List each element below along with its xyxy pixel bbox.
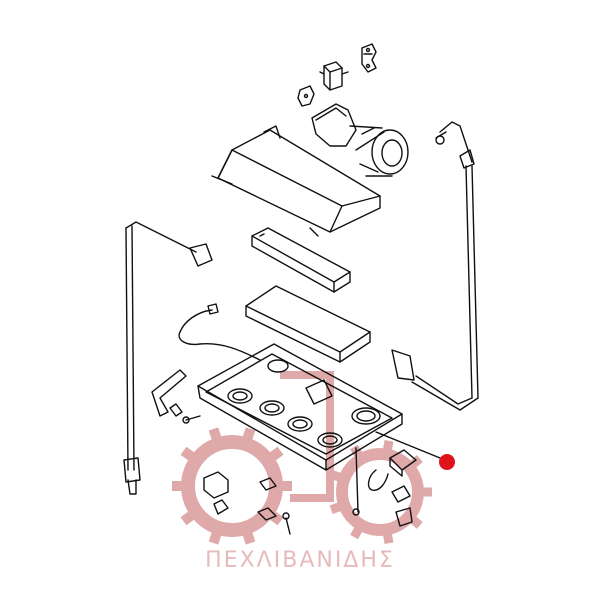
power-board — [245, 285, 371, 363]
gear-tooth — [180, 446, 197, 462]
thermocouple-probe — [352, 431, 441, 516]
mounting-clip — [297, 85, 315, 107]
relay-switch — [319, 61, 349, 91]
circuit-board — [251, 227, 351, 293]
gear-tooth — [267, 510, 284, 526]
ignition-knob — [367, 449, 417, 491]
switch-bracket — [361, 43, 377, 73]
gas-pipe-left — [123, 221, 213, 495]
gear-tooth — [242, 427, 256, 442]
fittings — [169, 403, 201, 424]
watermark-brand-text: ΠΕΧΛΙΒΑΝΙΔΗΣ — [205, 548, 395, 573]
gear-tooth — [382, 532, 394, 544]
gear-tooth — [350, 526, 363, 540]
bottom-brackets — [203, 471, 413, 535]
callout-marker — [439, 454, 455, 470]
gear-tooth — [180, 510, 197, 526]
gear-tooth — [329, 502, 343, 515]
elbow-connector — [151, 369, 187, 417]
wire-harness — [178, 303, 261, 361]
gear-tooth — [382, 440, 394, 452]
gas-pipe-right — [391, 121, 479, 411]
gear-tooth — [242, 530, 256, 545]
gear-tooth — [267, 446, 284, 462]
watermark-connector — [280, 371, 334, 502]
gear-tooth — [409, 455, 423, 469]
watermark-gear-right — [329, 440, 432, 544]
gear-tooth — [208, 427, 222, 442]
gear-tooth — [208, 530, 222, 545]
control-panel-housing — [211, 125, 381, 237]
blower-fan — [311, 103, 409, 177]
watermark-gears — [172, 371, 432, 545]
gear-tooth — [409, 515, 423, 529]
watermark-gear-left — [172, 427, 292, 545]
burner-cooktop-plate — [197, 343, 403, 471]
